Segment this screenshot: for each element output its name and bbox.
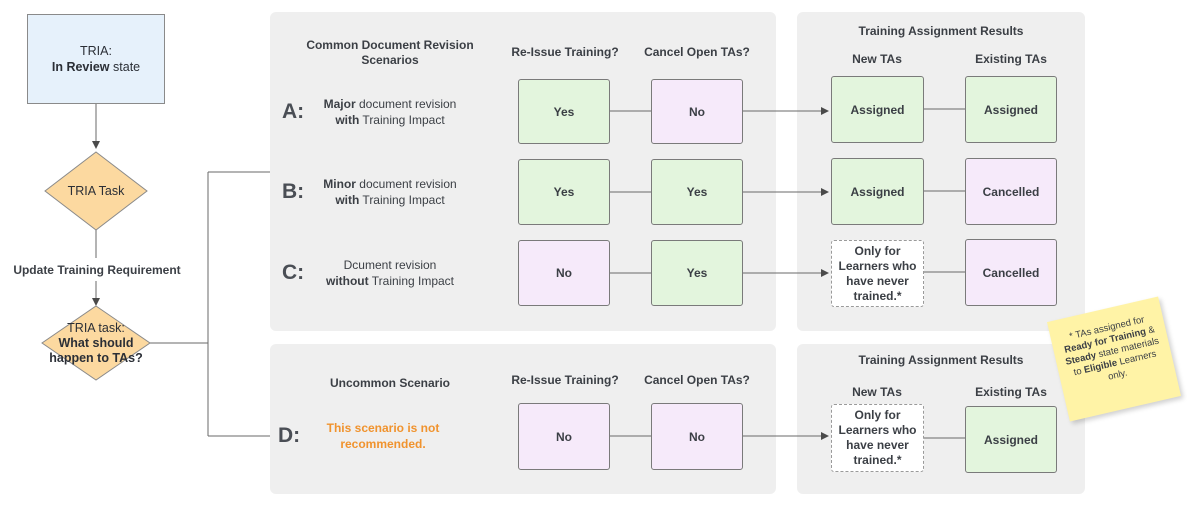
scenario-b-cancel-box: Yes xyxy=(651,159,743,225)
cancel-open-tas-header: Cancel Open TAs? xyxy=(644,45,750,59)
scenario-b-letter: B: xyxy=(282,180,305,203)
common-scenarios-header: Common Document Revision Scenarios xyxy=(306,38,474,67)
scenario-d-warning: This scenario is not recommended. xyxy=(326,421,440,451)
scenario-a-reissue-box: Yes xyxy=(518,79,610,144)
scenario-d-existing-tas-box: Assigned xyxy=(965,406,1057,473)
existing-tas-header-bottom: Existing TAs xyxy=(975,385,1047,399)
uncommon-scenario-header: Uncommon Scenario xyxy=(329,376,451,390)
reissue-training-header: Re-Issue Training? xyxy=(511,45,619,59)
new-tas-header-bottom: New TAs xyxy=(852,385,902,399)
scenario-a-existing-tas-box: Assigned xyxy=(965,76,1057,143)
tria-decision-label: TRIA task: What should happen to TAs? xyxy=(49,321,143,365)
reissue-training-header-bottom: Re-Issue Training? xyxy=(511,373,619,387)
scenario-a-letter: A: xyxy=(282,100,305,123)
new-tas-header-top: New TAs xyxy=(852,52,902,66)
update-training-requirement-label: Update Training Requirement xyxy=(13,263,181,277)
scenario-c-existing-tas-box: Cancelled xyxy=(965,239,1057,306)
results-title-top: Training Assignment Results xyxy=(858,24,1024,38)
cancel-open-tas-header-bottom: Cancel Open TAs? xyxy=(644,373,750,387)
scenario-d-new-tas-box: Only for Learners who have never trained… xyxy=(831,404,924,472)
scenario-b-new-tas-box: Assigned xyxy=(831,158,924,225)
scenario-c-new-tas-box: Only for Learners who have never trained… xyxy=(831,240,924,307)
start-line1: TRIA: xyxy=(80,44,112,58)
tria-decision-diamond xyxy=(41,305,151,381)
scenario-b-description: Minor document revision with Training Im… xyxy=(323,177,457,207)
scenario-d-letter: D: xyxy=(278,424,301,447)
tria-task-label: TRIA Task xyxy=(67,184,125,198)
scenario-c-description: Dcument revision without Training Impact xyxy=(325,258,455,288)
scenario-b-existing-tas-box: Cancelled xyxy=(965,158,1057,225)
start-line2: In Review state xyxy=(51,60,141,74)
scenario-c-letter: C: xyxy=(282,261,305,284)
scenario-c-reissue-box: No xyxy=(518,240,610,306)
results-title-bottom: Training Assignment Results xyxy=(858,353,1024,367)
scenario-c-cancel-box: Yes xyxy=(651,240,743,306)
scenario-d-reissue-box: No xyxy=(518,403,610,470)
tria-in-review-start: TRIA: In Review state xyxy=(27,14,165,104)
existing-tas-header-top: Existing TAs xyxy=(975,52,1047,66)
scenario-d-cancel-box: No xyxy=(651,403,743,470)
scenario-a-new-tas-box: Assigned xyxy=(831,76,924,143)
scenario-a-description: Major document revision with Training Im… xyxy=(323,97,457,127)
scenario-a-cancel-box: No xyxy=(651,79,743,144)
scenario-b-reissue-box: Yes xyxy=(518,159,610,225)
